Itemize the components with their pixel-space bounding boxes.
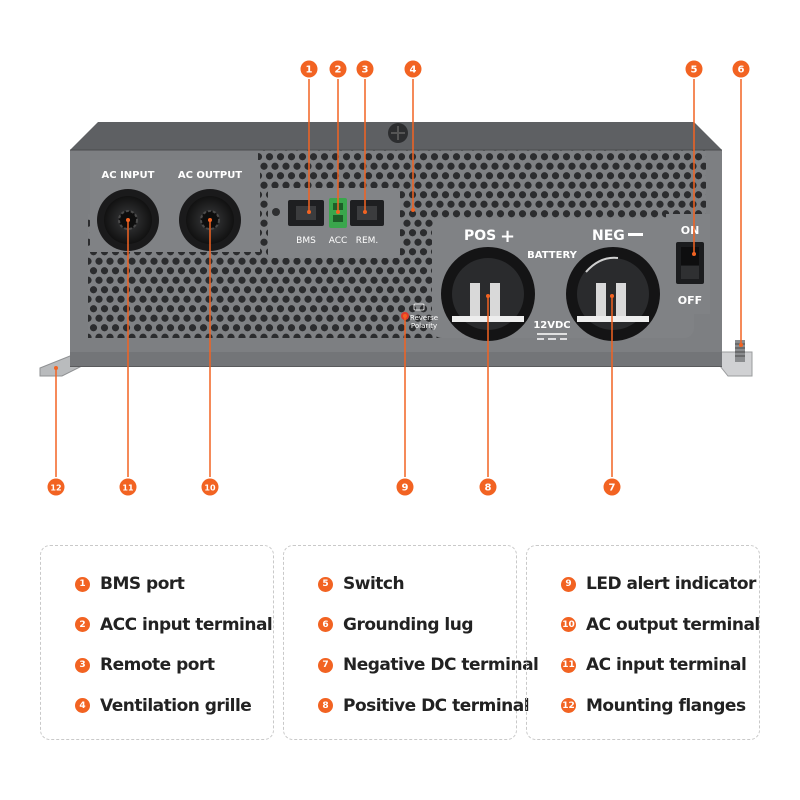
callout-dot-9 (403, 314, 407, 318)
legend-badge-11: 11 (561, 657, 576, 673)
legend-label-8: Positive DC terminal (343, 695, 530, 716)
legend-label-9: LED alert indicator (586, 574, 756, 595)
neg-label: NEG (592, 228, 625, 244)
legend-item-7: 7 Negative DC terminal (318, 645, 539, 686)
callout-number-3: 3 (362, 65, 369, 76)
acc-label: ACC (329, 236, 348, 246)
callout-number-10: 10 (204, 484, 216, 493)
rem-label: REM. (356, 236, 379, 246)
callout-badge-5 (685, 60, 703, 78)
legend-item-10: 10 AC output terminal (561, 605, 760, 646)
legend-item-5: 5 Switch (318, 564, 516, 605)
legend-label-6: Grounding lug (343, 614, 474, 635)
top-screw (388, 123, 408, 143)
bms-port[interactable] (288, 200, 324, 226)
legend-item-9: 9 LED alert indicator (561, 564, 759, 605)
battery-label: BATTERY (527, 250, 577, 261)
legend-badge-9: 9 (561, 576, 576, 592)
callout-badge-12 (47, 478, 65, 496)
legend-item-12: 12 Mounting flanges (561, 686, 759, 727)
callout-number-5: 5 (691, 65, 698, 76)
callout-badge-2 (329, 60, 347, 78)
callout-number-4: 4 (410, 65, 417, 76)
legend-item-1: 1 BMS port (75, 564, 273, 605)
callout-dot-1 (307, 210, 311, 214)
bms-label: BMS (296, 236, 316, 246)
callout-number-7: 7 (609, 483, 616, 494)
callout-dot-6 (739, 343, 743, 347)
callout-badge-7 (603, 478, 621, 496)
callout-dot-7 (610, 294, 614, 298)
legend-item-3: 3 Remote port (75, 645, 273, 686)
legend-label-12: Mounting flanges (586, 695, 746, 716)
legend-label-2: ACC input terminal (100, 614, 273, 635)
polarity-label: Polarity (411, 322, 437, 330)
legend-item-8: 8 Positive DC terminal (318, 686, 530, 727)
switch-on-label: ON (681, 224, 700, 237)
callout-number-12: 12 (50, 484, 61, 493)
callout-number-2: 2 (335, 65, 342, 76)
voltage-label: 12VDC (533, 320, 570, 331)
legend-column-3: 9 LED alert indicator 10 AC output terminal… (526, 545, 760, 740)
callout-badge-3 (356, 60, 374, 78)
legend-column-1: 1 BMS port 2 ACC input terminal 3 Remote port… (40, 545, 274, 740)
legend-label-4: Ventilation grille (100, 695, 252, 716)
legend-label-7: Negative DC terminal (343, 655, 539, 676)
legend-badge-10: 10 (561, 617, 576, 633)
legend-badge-2: 2 (75, 617, 90, 633)
callout-badge-1 (300, 60, 318, 78)
legend-label-11: AC input terminal (586, 655, 747, 676)
callout-dot-10 (208, 218, 212, 222)
legend-badge-6: 6 (318, 617, 333, 633)
callout-dot-11 (126, 218, 130, 222)
legend-item-11: 11 AC input terminal (561, 645, 759, 686)
legend-label-5: Switch (343, 574, 405, 595)
ac-input-label: AC INPUT (102, 170, 155, 181)
callout-badge-11 (119, 478, 137, 496)
legend-badge-4: 4 (75, 698, 90, 714)
legend-label-3: Remote port (100, 655, 215, 676)
callout-badge-10 (201, 478, 219, 496)
callout-number-11: 11 (122, 484, 134, 493)
legend-badge-8: 8 (318, 698, 333, 714)
callout-dot-4 (411, 208, 415, 212)
negative-dc-terminal[interactable] (566, 247, 660, 341)
panel-screw (272, 208, 280, 216)
callout-dot-12 (54, 366, 58, 370)
callout-badge-6 (732, 60, 750, 78)
callout-number-6: 6 (738, 65, 745, 76)
callout-dot-3 (363, 210, 367, 214)
pos-label: POS (464, 228, 496, 244)
callout-dot-8 (486, 294, 490, 298)
ac-output-label: AC OUTPUT (178, 170, 242, 181)
reverse-label: Reverse (410, 314, 438, 322)
legend-item-6: 6 Grounding lug (318, 605, 516, 646)
inverter-diagram: AC INPUT AC OUTPUT BMS ACC REM. POS + NE… (39, 60, 753, 496)
dc-symbol-icon (537, 333, 567, 340)
callout-badge-8 (479, 478, 497, 496)
callout-number-1: 1 (306, 65, 313, 76)
legend-column-2: 5 Switch 6 Grounding lug 7 Negative DC termin… (283, 545, 539, 740)
callout-number-8: 8 (485, 483, 492, 494)
legend-badge-3: 3 (75, 657, 90, 673)
legend-label-1: BMS port (100, 574, 185, 595)
legend-badge-1: 1 (75, 576, 90, 592)
remote-port[interactable] (350, 200, 384, 226)
callout-dot-2 (336, 210, 340, 214)
callout-badge-9 (396, 478, 414, 496)
legend-item-2: 2 ACC input terminal (75, 605, 273, 646)
legend-badge-12: 12 (561, 698, 576, 714)
legend-label-10: AC output terminal (586, 614, 760, 635)
legend-badge-7: 7 (318, 657, 333, 673)
callout-badge-4 (404, 60, 422, 78)
callout-dot-5 (692, 252, 696, 256)
legend-item-4: 4 Ventilation grille (75, 686, 273, 727)
pos-plus-icon: + (500, 226, 515, 247)
switch-off-label: OFF (678, 294, 702, 307)
legend-badge-5: 5 (318, 576, 333, 592)
power-switch[interactable] (676, 242, 704, 284)
callout-number-9: 9 (402, 483, 409, 494)
neg-minus-icon (628, 233, 643, 236)
